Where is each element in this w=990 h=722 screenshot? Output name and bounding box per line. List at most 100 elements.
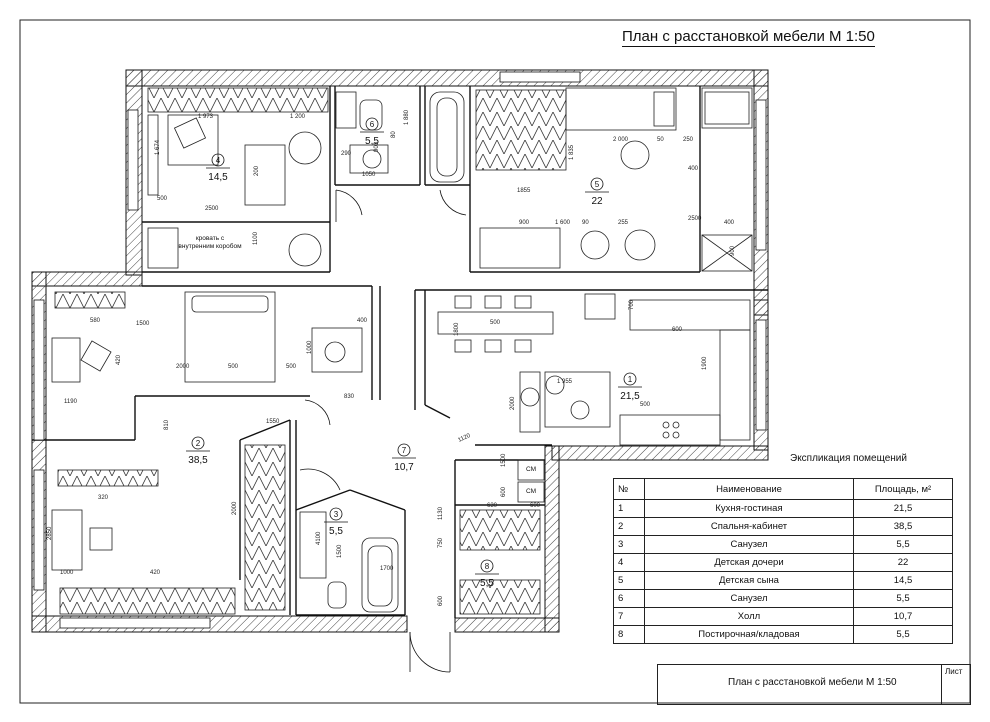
dimension-label: 1 880 xyxy=(404,109,410,125)
dimension-label: 1500 xyxy=(136,321,150,327)
dimension-label: 600 xyxy=(438,595,444,606)
dimension-label: 4100 xyxy=(316,531,322,545)
dimension-label: 500 xyxy=(157,196,168,202)
svg-text:1: 1 xyxy=(628,375,633,384)
svg-text:5,5: 5,5 xyxy=(480,578,494,589)
dimension-label: 580 xyxy=(90,318,101,324)
svg-text:5,5: 5,5 xyxy=(365,136,379,147)
room-area-cell: 38,5 xyxy=(853,517,953,536)
dimension-label: 900 xyxy=(374,141,380,152)
dimension-label: 810 xyxy=(164,419,170,430)
dimension-label: 1 835 xyxy=(569,144,575,160)
room-name-cell: Детская сына xyxy=(644,571,854,590)
room-number-cell: 7 xyxy=(613,607,645,626)
dimension-label: 255 xyxy=(618,220,629,226)
title-block-text: План с расстановкой мебели М 1:50 xyxy=(728,677,897,688)
dimension-label: 750 xyxy=(438,537,444,548)
dimension-label: 500 xyxy=(640,402,651,408)
svg-text:14,5: 14,5 xyxy=(208,172,228,183)
dimension-label: 1500 xyxy=(501,453,507,467)
plan-notes: кровать с внутренним коробом СМ СМ xyxy=(178,235,536,495)
room-name-cell: Постирочная/кладовая xyxy=(644,625,854,644)
room-6-fixtures xyxy=(335,91,465,183)
dimension-label: 50 xyxy=(657,137,664,143)
svg-text:2: 2 xyxy=(196,439,201,448)
svg-text:кровать с: кровать с xyxy=(196,235,225,242)
dimension-label: 700 xyxy=(629,299,635,310)
dimension-label: 420 xyxy=(150,570,161,576)
dimension-label: 290 xyxy=(341,151,352,157)
dimension-label: 2000 xyxy=(176,364,190,370)
explication-title: Экспликация помещений xyxy=(790,453,907,464)
dimension-label: 1 200 xyxy=(290,114,306,120)
dimension-label: 1000 xyxy=(307,340,313,354)
room-area-cell: 21,5 xyxy=(853,499,953,518)
room-number-cell: 1 xyxy=(613,499,645,518)
dimension-label: 400 xyxy=(724,220,735,226)
svg-text:38,5: 38,5 xyxy=(188,455,208,466)
room-marker-4: 414,5 xyxy=(206,153,230,183)
room-marker-1: 121,5 xyxy=(618,372,642,402)
room-1-furniture xyxy=(437,293,751,446)
dimension-label: 500 xyxy=(286,364,297,370)
svg-text:внутренним коробом: внутренним коробом xyxy=(178,242,242,250)
dimension-label: 200 xyxy=(254,165,260,176)
room-number-cell: 6 xyxy=(613,589,645,608)
dimension-label: 400 xyxy=(357,318,368,324)
dimension-label: 1 973 xyxy=(198,114,214,120)
dimension-label: 250 xyxy=(683,137,694,143)
header-name: Наименование xyxy=(644,478,854,500)
room-name-cell: Санузел xyxy=(644,535,854,554)
explication-header-row: № Наименование Площадь, м² xyxy=(613,478,953,500)
dimension-label: 1900 xyxy=(702,356,708,370)
room-name-cell: Кухня-гостиная xyxy=(644,499,854,518)
dimension-label: 80 xyxy=(391,131,397,138)
room-name-cell: Детская дочери xyxy=(644,553,854,572)
room-name-cell: Спальня-кабинет xyxy=(644,517,854,536)
dimension-label: 500 xyxy=(228,364,239,370)
room-marker-6: 65,5 xyxy=(360,117,384,147)
dimension-label: 1 955 xyxy=(557,379,573,385)
dimension-label: 2 000 xyxy=(613,137,629,143)
room-area-cell: 14,5 xyxy=(853,571,953,590)
room-marker-8: 85,5 xyxy=(475,559,499,589)
room-area-cell: 22 xyxy=(853,553,953,572)
sheet-frame xyxy=(19,19,971,704)
room-4-furniture xyxy=(147,87,329,269)
dimension-label: 1800 xyxy=(454,322,460,336)
room-number-cell: 4 xyxy=(613,553,645,572)
svg-text:СМ: СМ xyxy=(526,466,536,473)
sheet-number-cell: Лист xyxy=(941,665,971,704)
dimension-label: 2500 xyxy=(205,206,219,212)
room-number-cell: 3 xyxy=(613,535,645,554)
room-3-fixtures xyxy=(299,511,399,613)
room-marker-2: 238,5 xyxy=(186,436,210,466)
room-number-cell: 8 xyxy=(613,625,645,644)
dimension-label: 1120 xyxy=(457,433,472,444)
dimension-label: 1855 xyxy=(517,188,531,194)
room-area-cell: 5,5 xyxy=(853,535,953,554)
dimension-label: 1700 xyxy=(380,566,394,572)
dimension-label: 320 xyxy=(98,495,109,501)
dimension-label: 630 xyxy=(487,503,498,509)
dimension-label: 900 xyxy=(519,220,530,226)
dimension-label: 1100 xyxy=(253,231,259,245)
dimension-label: 600 xyxy=(501,486,507,497)
svg-text:10,7: 10,7 xyxy=(394,462,414,473)
svg-text:5: 5 xyxy=(595,180,600,189)
dimension-label: 600 xyxy=(530,503,541,509)
dimension-label: 900 xyxy=(730,245,736,256)
svg-text:21,5: 21,5 xyxy=(620,391,640,402)
windows xyxy=(33,71,767,629)
room-number-cell: 2 xyxy=(613,517,645,536)
dimension-label: 1000 xyxy=(60,570,74,576)
